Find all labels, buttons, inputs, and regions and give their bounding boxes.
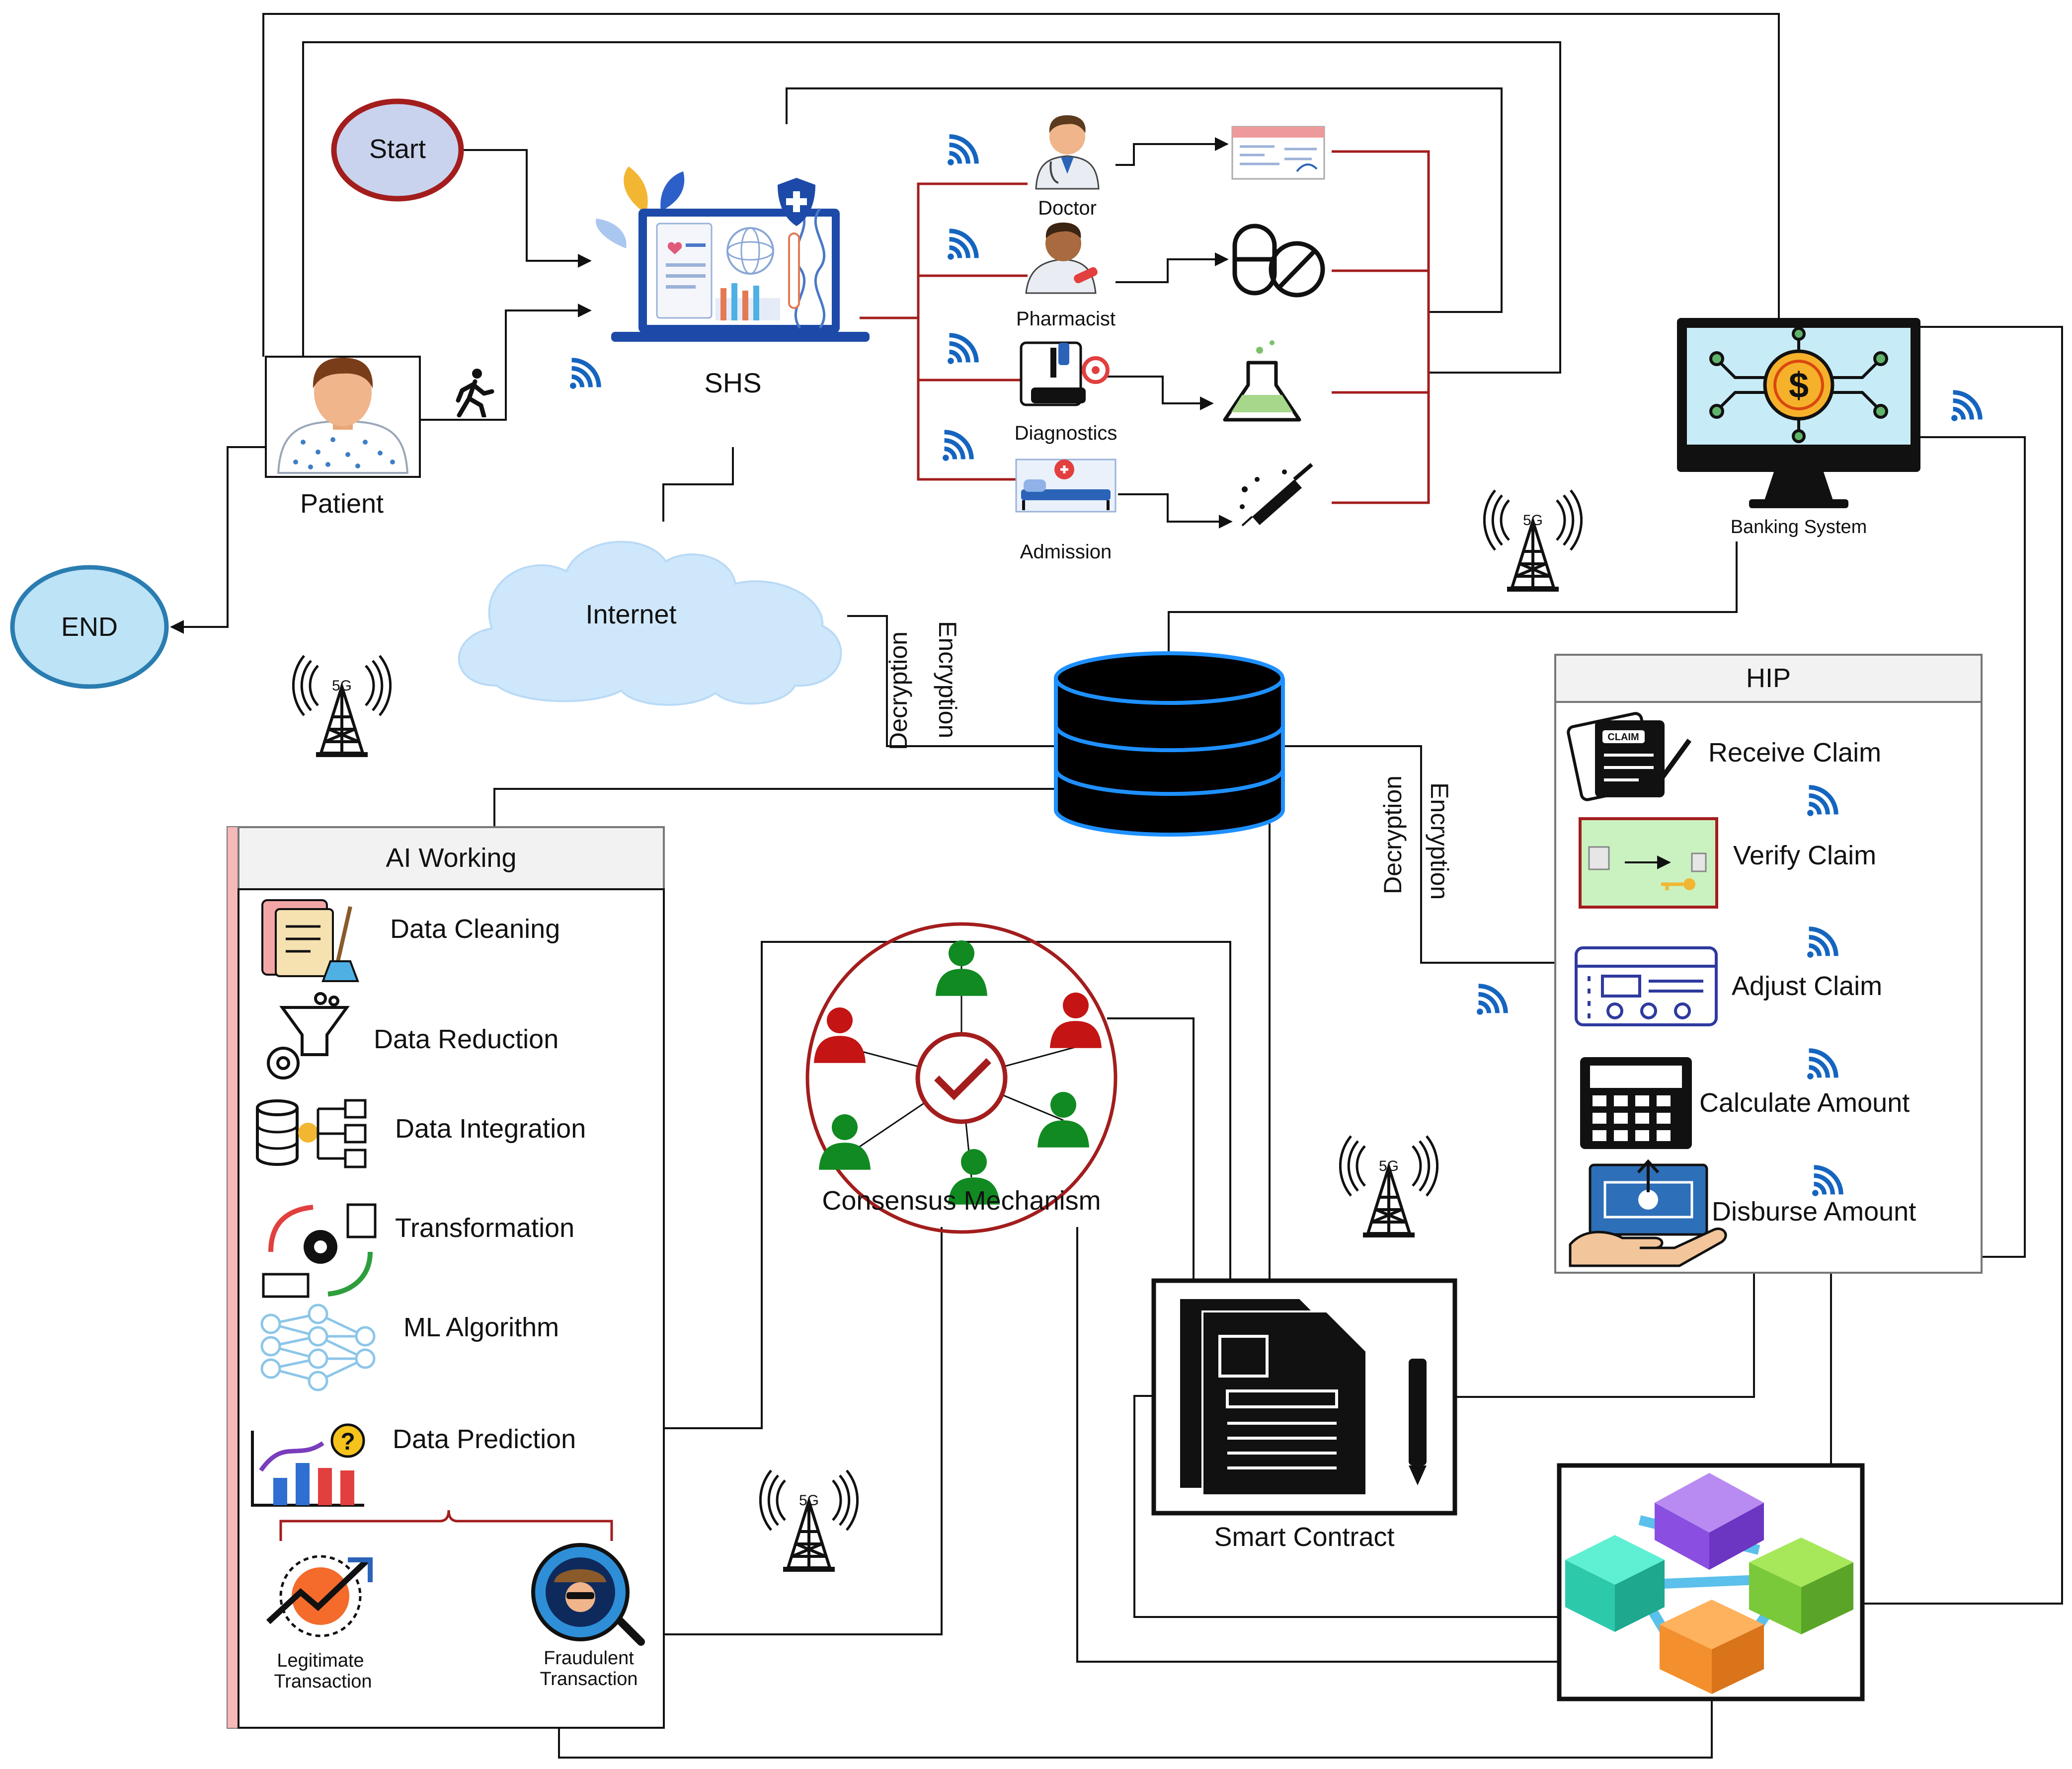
tower-5g: 5G: [1484, 490, 1581, 592]
patient-label: Patient: [300, 489, 384, 519]
ai-working-panel: AI Working Data Cleaning Data Reduction: [227, 826, 665, 1729]
flask-icon: [1223, 340, 1301, 422]
hip-step-receive: Receive Claim: [1708, 738, 1881, 768]
shs-label: SHS: [704, 367, 761, 398]
claim-tag: CLAIM: [1607, 732, 1639, 743]
smart-contract-node[interactable]: Smart Contract: [1151, 1278, 1457, 1552]
banking-system-label: Banking System: [1731, 517, 1867, 538]
tower-5g-label: 5G: [799, 1492, 819, 1509]
block-green: [1749, 1538, 1853, 1634]
pharmacist-node[interactable]: Pharmacist: [1016, 223, 1116, 330]
decryption-label-2: Decryption: [1379, 775, 1407, 894]
fraud-search-icon: [531, 1543, 645, 1646]
verify-claim-icon: [1579, 817, 1718, 909]
consensus-node[interactable]: Consensus Mechanism: [805, 922, 1117, 1234]
wifi-icon: [1951, 392, 1980, 421]
end-label: END: [61, 612, 118, 642]
legitimate-label-1: Legitimate: [277, 1650, 364, 1671]
fraudulent-label-1: Fraudulent: [544, 1648, 634, 1669]
consensus-label: Consensus Mechanism: [822, 1186, 1101, 1216]
ai-step-ml: ML Algorithm: [403, 1312, 559, 1342]
database-icon[interactable]: [1054, 651, 1285, 837]
blockchain-node[interactable]: [1557, 1463, 1865, 1701]
data-prediction-icon: ?: [251, 1423, 365, 1507]
ai-step-prediction: Data Prediction: [393, 1424, 576, 1454]
block-purple: [1655, 1473, 1764, 1570]
wifi-icon: [948, 335, 976, 364]
decryption-label-1: Decryption: [884, 631, 912, 750]
prescription-icon: [1231, 126, 1325, 180]
admission-node[interactable]: Admission: [1015, 459, 1116, 563]
fraudulent-label-2: Transaction: [540, 1669, 638, 1690]
doctor-label: Doctor: [1038, 197, 1097, 219]
smart-contract-label: Smart Contract: [1214, 1522, 1394, 1552]
question-mark: ?: [340, 1429, 355, 1455]
wifi-icon: [948, 231, 976, 260]
tower-5g-label: 5G: [332, 678, 352, 694]
diagnostics-label: Diagnostics: [1015, 422, 1117, 444]
encryption-label-1: Encryption: [934, 621, 961, 738]
hip-step-adjust: Adjust Claim: [1732, 971, 1882, 1001]
ai-step-integration: Data Integration: [395, 1114, 586, 1144]
wifi-icon: [1477, 986, 1506, 1015]
service-bus: [860, 150, 1430, 504]
disburse-money-icon: [1569, 1159, 1727, 1267]
start-node[interactable]: Start: [331, 98, 464, 202]
hip-panel: HIP CLAIM Receive Claim Verify Claim: [1554, 654, 1983, 1274]
leaf-icon: [624, 166, 648, 214]
tower-5g-label: 5G: [1523, 512, 1543, 529]
walking-icon: [458, 369, 492, 416]
hip-step-disburse: Disburse Amount: [1712, 1197, 1916, 1227]
hip-title: HIP: [1746, 663, 1791, 693]
connectors: [170, 13, 2063, 1759]
calculator-icon: [1580, 1057, 1692, 1149]
encryption-label-2: Encryption: [1426, 782, 1453, 900]
banking-system-node[interactable]: $ Banking System: [1677, 318, 1920, 538]
pill-icon: [1232, 224, 1325, 298]
wifi-icon: [943, 432, 971, 461]
adjust-claim-icon: [1575, 946, 1718, 1026]
tower-5g: 5G: [760, 1470, 857, 1572]
legitimate-icon: [266, 1555, 373, 1637]
patient-node[interactable]: Patient: [265, 356, 421, 519]
admission-label: Admission: [1020, 541, 1112, 563]
end-node[interactable]: END: [10, 565, 169, 689]
cloud-icon: [458, 540, 842, 706]
diagnostics-node[interactable]: Diagnostics: [1015, 341, 1117, 444]
ai-step-transformation: Transformation: [395, 1213, 574, 1243]
consensus-peer-green: [819, 1114, 871, 1170]
wifi-icon: [570, 360, 599, 389]
receive-claim-icon: CLAIM: [1567, 712, 1692, 801]
hip-step-verify: Verify Claim: [1733, 841, 1876, 870]
prediction-brace: [279, 1510, 613, 1541]
block-teal: [1565, 1535, 1665, 1632]
ai-working-title: AI Working: [386, 843, 516, 873]
doctor-node[interactable]: Doctor: [1035, 115, 1100, 219]
shs-node[interactable]: SHS: [596, 166, 870, 398]
data-reduction-icon: [267, 992, 350, 1079]
data-integration-icon: [256, 1099, 367, 1168]
data-cleaning-icon: [261, 899, 359, 982]
transformation-icon: [262, 1203, 377, 1298]
dollar-sign: $: [1789, 366, 1809, 405]
ai-step-reduction: Data Reduction: [374, 1024, 558, 1054]
internet-node[interactable]: Internet: [458, 540, 842, 706]
block-orange: [1660, 1600, 1764, 1694]
tower-5g-label: 5G: [1379, 1158, 1399, 1174]
hip-step-calculate: Calculate Amount: [1699, 1088, 1910, 1118]
syringe-icon: [1240, 462, 1313, 527]
pharmacist-label: Pharmacist: [1016, 308, 1116, 330]
wifi-icon: [948, 137, 976, 165]
legitimate-label-2: Transaction: [274, 1671, 372, 1692]
ai-step-cleaning: Data Cleaning: [390, 914, 560, 944]
start-label: Start: [369, 134, 426, 164]
tower-5g: 5G: [293, 656, 390, 757]
ml-network-icon: [260, 1304, 376, 1391]
tower-5g: 5G: [1340, 1136, 1437, 1237]
internet-label: Internet: [585, 600, 676, 629]
